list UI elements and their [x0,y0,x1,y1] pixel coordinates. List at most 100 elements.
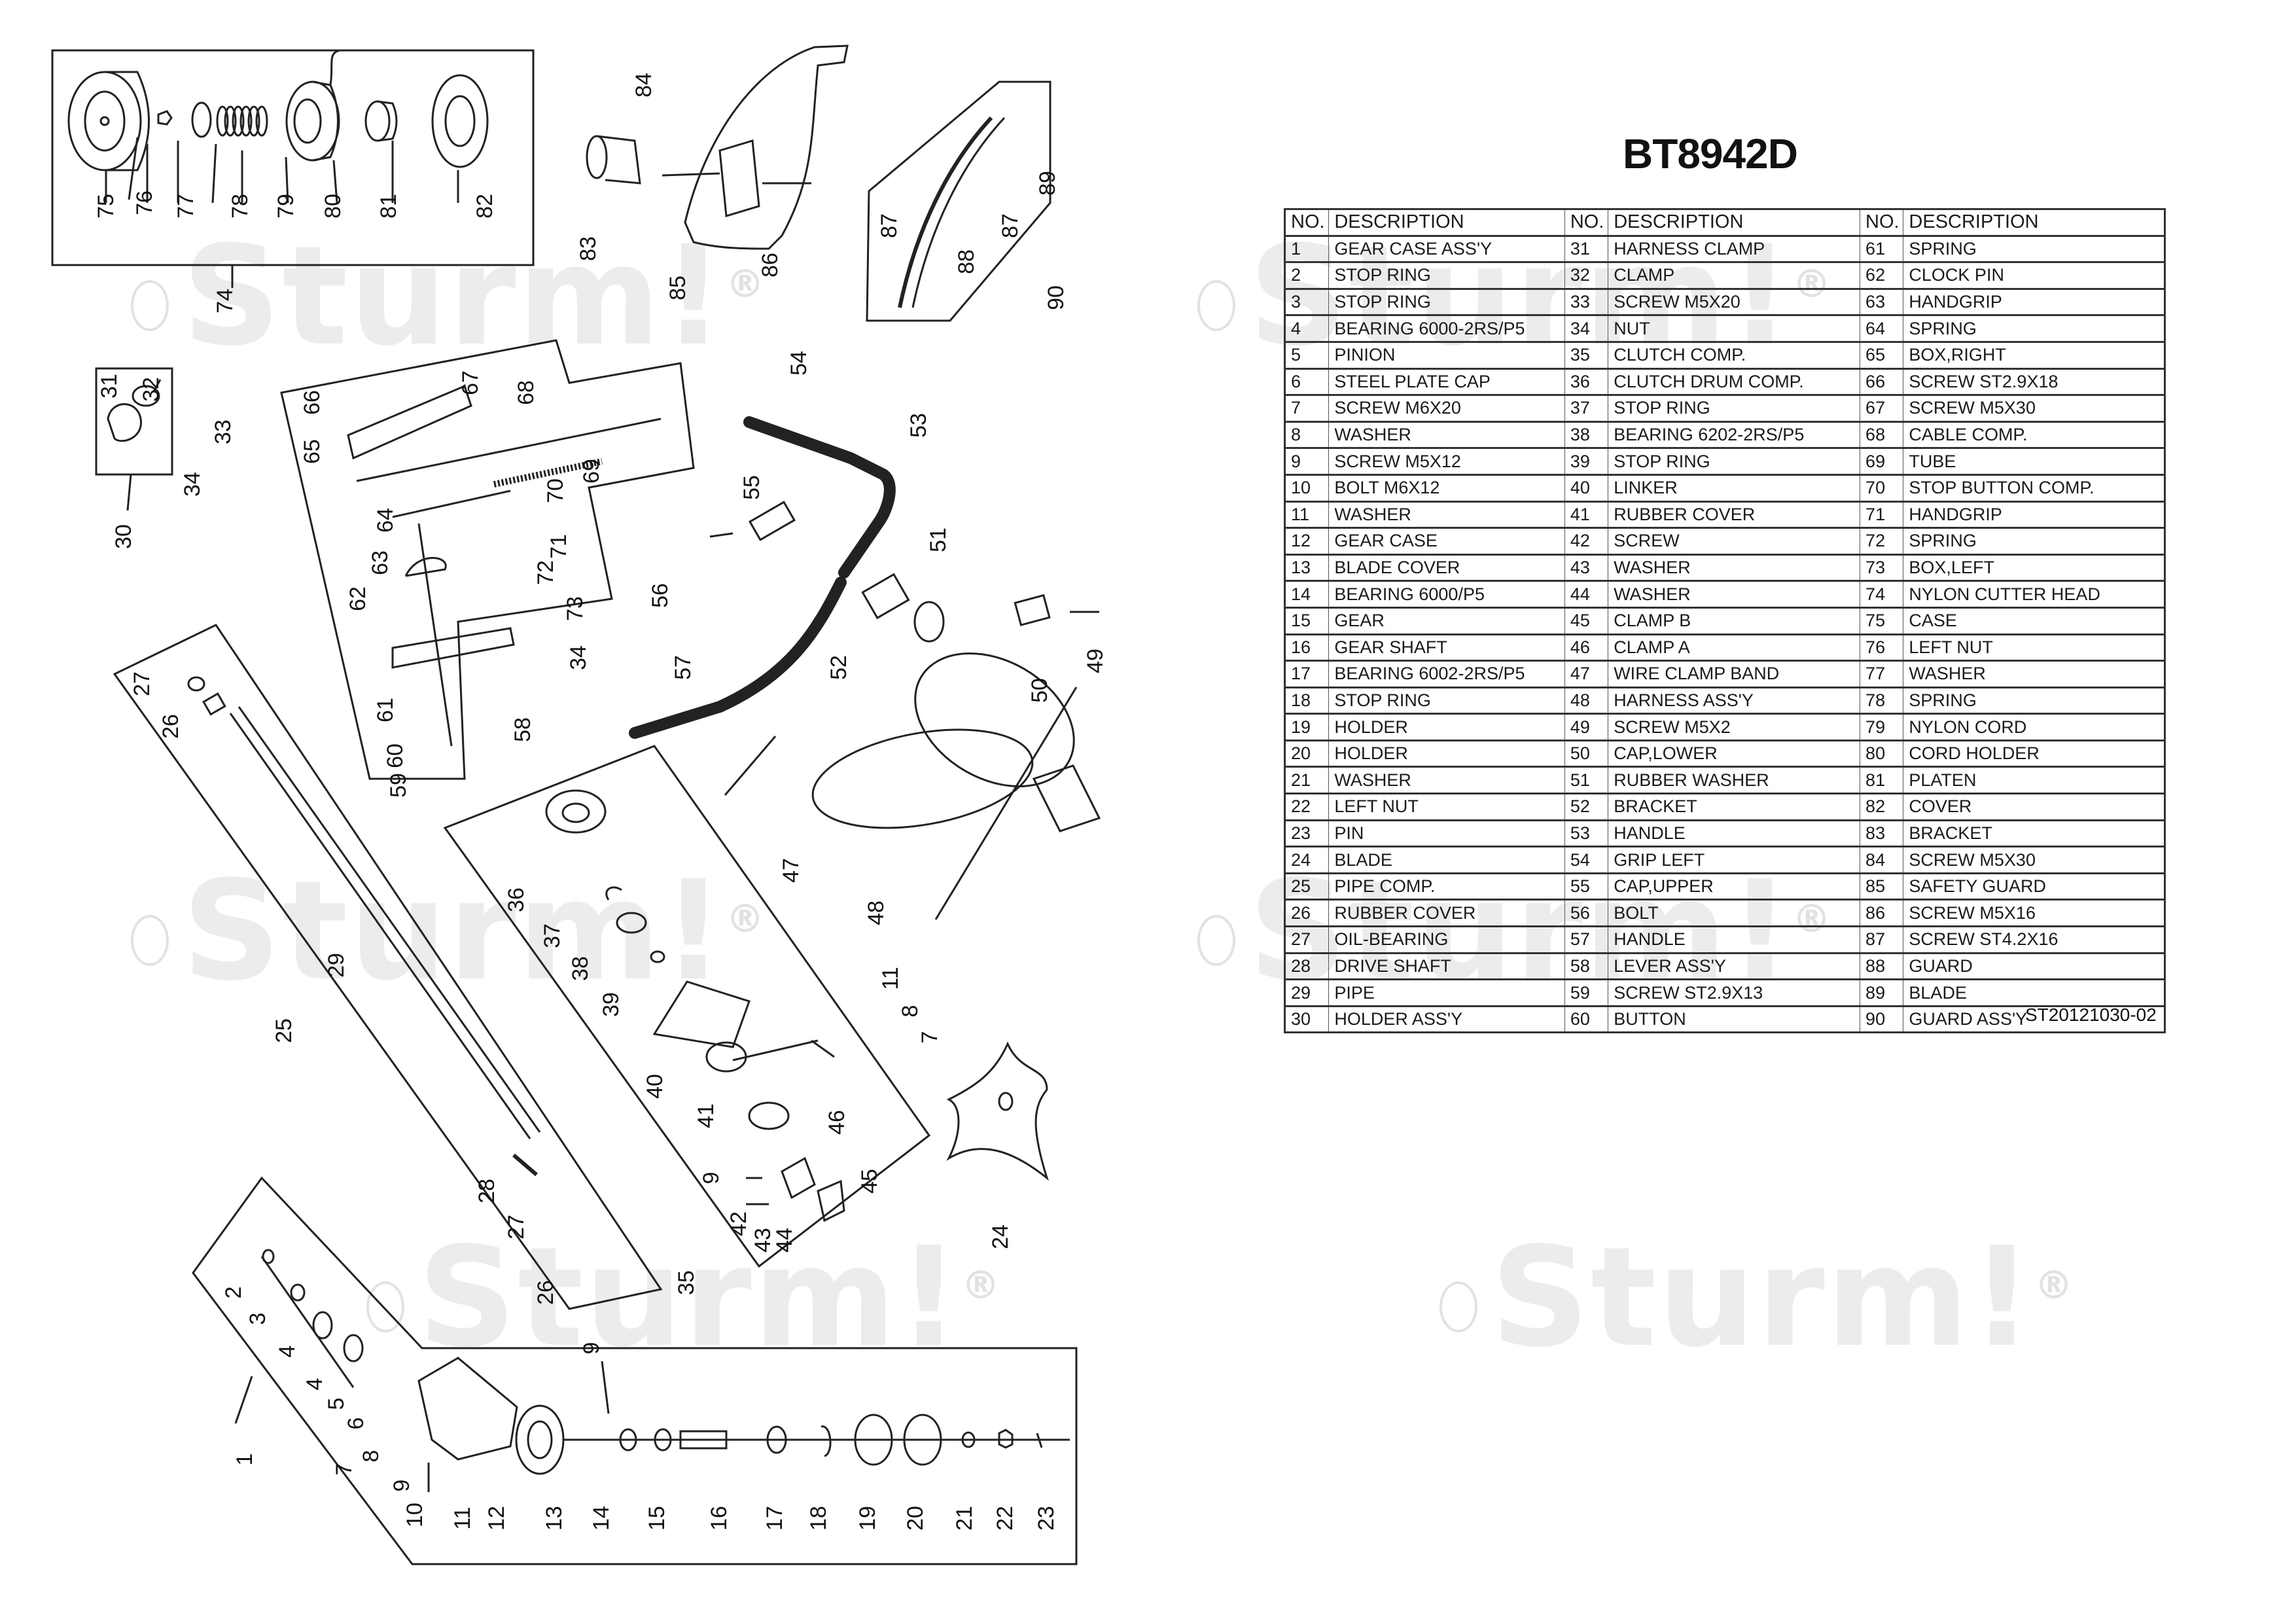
part-callout-label: 34 [180,472,205,497]
part-callout-label: 12 [484,1506,509,1531]
part-number-cell: 68 [1860,421,1904,449]
part-callout-label: 70 [543,478,568,503]
part-callout-label: 13 [542,1506,567,1531]
part-number-cell: 35 [1564,341,1609,369]
part-description-cell: PIPE COMP. [1328,872,1565,901]
part-number-cell: 41 [1564,501,1609,529]
part-callout-label: 78 [228,194,253,219]
part-description-cell: WASHER [1903,660,2165,688]
part-description-cell: BEARING 6000/P5 [1328,580,1565,608]
part-number-cell: 15 [1284,607,1330,635]
part-callout-label: 4 [302,1378,327,1391]
part-callout-label: 5 [324,1398,349,1410]
part-description-cell: BOX,RIGHT [1903,341,2165,369]
part-number-cell: 5 [1284,341,1330,369]
part-description-cell: BEARING 6202-2RS/P5 [1608,421,1861,449]
part-callout-label: 11 [450,1507,475,1529]
part-callout-label: 8 [359,1450,383,1463]
part-number-cell: 19 [1284,713,1330,741]
part-callout-label: 74 [213,289,238,313]
part-description-cell: STOP RING [1328,262,1565,289]
part-callout-label: 20 [903,1506,928,1531]
gear-group-box [192,1176,1078,1565]
pipe-part [229,706,541,1139]
rubber-washer-part [913,601,945,643]
part-callout-label: 63 [368,550,393,575]
part-number-cell: 25 [1284,872,1330,901]
part-number-cell: 63 [1860,288,1904,316]
part-callout-label: 44 [772,1228,797,1253]
part-description-cell: LEVER ASS'Y [1608,952,1861,980]
part-callout-label: 80 [321,194,345,219]
part-callout-label: 27 [504,1215,529,1240]
part-description-cell: NUT [1608,315,1861,342]
part-description-cell: SPRING [1903,527,2165,555]
part-description-cell: CAP,UPPER [1608,872,1861,901]
platen-part [364,100,391,142]
part-description-cell: PLATEN [1903,766,2165,794]
part-callout-label: 52 [826,655,851,680]
case-part [67,71,142,171]
registered-mark: ® [2034,1262,2075,1308]
part-number-cell: 47 [1564,660,1609,688]
header-no: NO. [1564,209,1609,236]
part-callout-label: 3 [245,1313,270,1325]
part-callout-label: 28 [474,1179,499,1204]
part-description-cell: GUARD ASS'Y [1903,1005,2165,1033]
part-number-cell: 52 [1564,793,1609,821]
part-description-cell: SPRING [1903,235,2165,263]
part-description-cell: SCREW ST2.9X13 [1608,979,1861,1007]
part-callout-label: 60 [383,743,408,768]
wire-clamp-band-part [724,736,777,796]
part-description-cell: DRIVE SHAFT [1328,952,1565,980]
part-callout-label: 76 [132,190,157,215]
cutter-head-group-box [51,49,535,266]
part-callout-label: 26 [533,1280,558,1305]
part-number-cell: 81 [1860,766,1904,794]
part-callout-label: 68 [514,380,539,405]
part-number-cell: 37 [1564,395,1609,422]
part-description-cell: SAFETY GUARD [1903,872,2165,901]
part-number-cell: 10 [1284,474,1330,502]
part-number-cell: 82 [1860,793,1904,821]
header-no: NO. [1860,209,1904,236]
part-description-cell: GEAR [1328,607,1565,635]
part-callout-label: 89 [1035,171,1060,196]
part-description-cell: CLUTCH COMP. [1608,341,1861,369]
header-description: DESCRIPTION [1903,209,2165,236]
part-callout-label: 71 [546,534,571,559]
cap-lower-part [1014,594,1051,626]
part-number-cell: 17 [1284,660,1330,688]
part-number-cell: 48 [1564,687,1609,715]
part-callout-label: 21 [952,1506,977,1531]
part-description-cell: CLAMP [1608,262,1861,289]
part-number-cell: 21 [1284,766,1330,794]
part-callout-label: 29 [324,953,349,978]
part-description-cell: STOP RING [1328,288,1565,316]
part-callout-label: 4 [275,1346,300,1358]
part-number-cell: 62 [1860,262,1904,289]
part-description-cell: HANDLE [1608,819,1861,847]
part-number-cell: 61 [1860,235,1904,263]
handle-grip-part [743,416,896,579]
part-number-cell: 53 [1564,819,1609,847]
part-callout-label: 84 [631,73,656,98]
clutch-drum-part [545,789,607,834]
part-number-cell: 24 [1284,846,1330,874]
part-description-cell: HANDGRIP [1903,288,2165,316]
parts-table: NO. DESCRIPTION NO. DESCRIPTION NO. DESC… [1284,208,2166,1034]
part-callout-label: 37 [540,923,565,948]
part-callout-label: 77 [173,194,198,219]
